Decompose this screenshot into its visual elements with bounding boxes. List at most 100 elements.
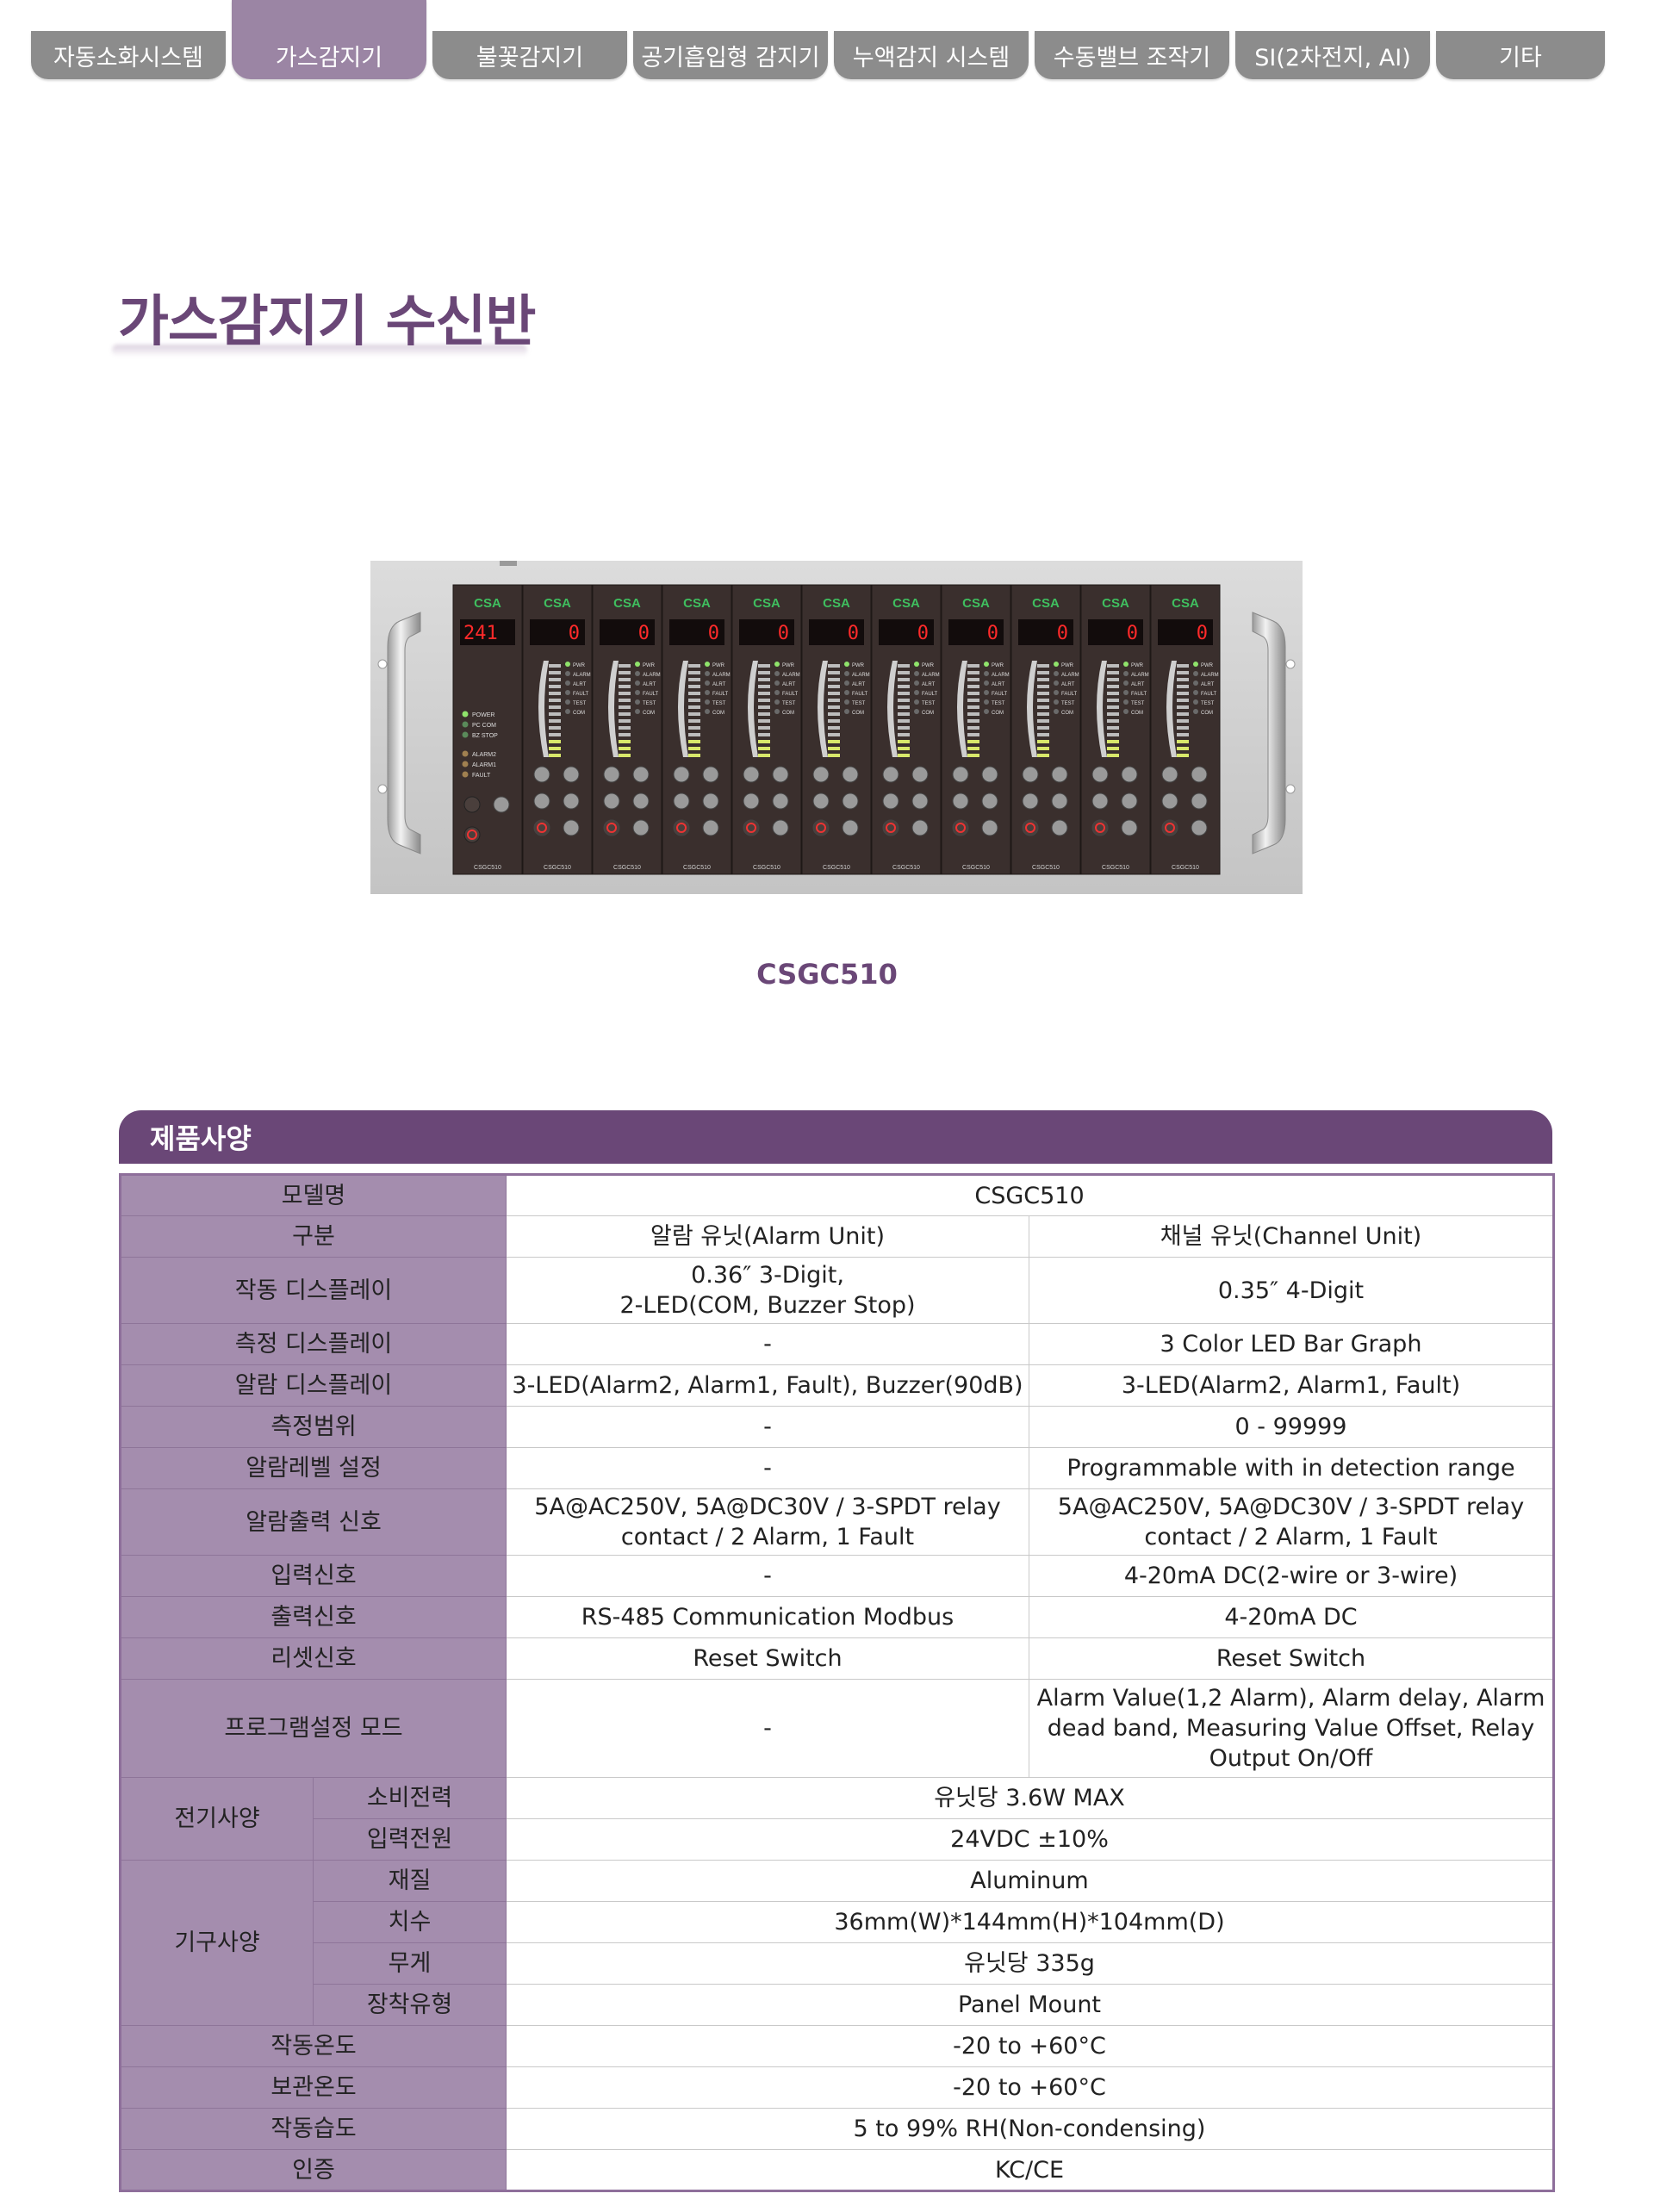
tab-auto-extinguishing[interactable]: 자동소화시스템 (31, 31, 226, 79)
left-handle (387, 612, 421, 854)
bar-segment (619, 747, 631, 750)
button (673, 792, 690, 810)
brand-logo: CSA (1172, 596, 1199, 611)
led-label: ALRT (992, 682, 1005, 687)
table-row: 리셋신호 Reset Switch Reset Switch (120, 1637, 1554, 1680)
bar-segment (1037, 733, 1049, 736)
bar-segment (967, 747, 979, 750)
status-led (1054, 671, 1059, 676)
alarm-unit-header: 알람 유닛(Alarm Unit) (506, 1215, 1029, 1258)
bar-segment (758, 664, 770, 668)
bar-segment (898, 664, 910, 668)
bar-segment (898, 754, 910, 757)
tab-gas-detector[interactable]: 가스감지기 (232, 0, 426, 79)
digit-display: 0 (848, 623, 859, 644)
tab-aspirating-detector[interactable]: 공기흡입형 감지기 (633, 31, 828, 79)
bar-segment (967, 726, 979, 730)
digit-display: 0 (1057, 623, 1068, 644)
led-label: ALARM2 (472, 752, 496, 758)
bar-segment (1107, 699, 1119, 702)
power-button (673, 819, 690, 836)
status-led (844, 690, 849, 695)
cert-value: KC/CE (506, 2149, 1554, 2191)
button (1051, 819, 1068, 836)
row-label-alarm-output: 알람출력 신호 (120, 1488, 507, 1556)
row-label-meas-display: 측정 디스플레이 (120, 1323, 507, 1365)
bar-segment (1037, 754, 1049, 757)
led-label: PWR (852, 663, 865, 668)
row-label-material: 재질 (313, 1860, 507, 1902)
button (1022, 792, 1039, 810)
bar-segment (828, 671, 840, 674)
unit-model-label: CSGC510 (474, 865, 501, 871)
unit-model-label: CSGC510 (892, 865, 920, 871)
bar-segment (967, 733, 979, 736)
digit-display: 0 (917, 623, 929, 644)
status-led (1193, 662, 1198, 667)
tab-leak-detection[interactable]: 누액감지 시스템 (834, 31, 1029, 79)
status-led (774, 662, 780, 667)
unit-model-label: CSGC510 (613, 865, 641, 871)
bar-segment (688, 705, 700, 709)
bar-segment (828, 699, 840, 702)
row-label-cert: 인증 (120, 2149, 507, 2191)
button (842, 792, 859, 810)
status-led (1123, 662, 1129, 667)
led-label: FAULT (852, 692, 868, 697)
title-underline-shadow (112, 345, 527, 357)
led-label: PWR (922, 663, 935, 668)
bar-segment (688, 740, 700, 743)
range-alarm: - (506, 1406, 1029, 1448)
tab-manual-valve[interactable]: 수동밸브 조작기 (1035, 31, 1229, 79)
tab-flame-detector[interactable]: 불꽃감지기 (432, 31, 627, 79)
bar-segment (688, 712, 700, 716)
led-label: TEST (573, 701, 587, 706)
button (563, 792, 580, 810)
bar-segment (1037, 678, 1049, 681)
bar-segment (758, 678, 770, 681)
tab-si-battery-ai[interactable]: SI(2차전지, AI) (1235, 31, 1430, 79)
button (812, 792, 830, 810)
led-label: ALARM (1201, 673, 1219, 678)
spec-table: 모델명 CSGC510 구분 알람 유닛(Alarm Unit) 채널 유닛(C… (119, 1173, 1555, 2192)
power-button (1022, 819, 1039, 836)
meas-display-alarm: - (506, 1323, 1029, 1365)
tab-others[interactable]: 기타 (1436, 31, 1605, 79)
led-label: COM (922, 711, 934, 716)
bar-segment (1037, 664, 1049, 668)
bar-segment (828, 712, 840, 716)
status-led (984, 699, 989, 705)
row-label-input: 입력신호 (120, 1555, 507, 1597)
brand-logo: CSA (753, 596, 780, 611)
bar-segment (898, 685, 910, 688)
led-label: ALRT (712, 682, 726, 687)
table-row: 알람출력 신호 5A@AC250V, 5A@DC30V / 3-SPDT rel… (120, 1488, 1554, 1556)
digit-display: 0 (1127, 623, 1138, 644)
bar-segment (1037, 692, 1049, 695)
led-label: COM (573, 711, 585, 716)
button (1121, 819, 1138, 836)
bar-segment (1037, 719, 1049, 723)
led-label: ALRT (1201, 682, 1215, 687)
led-label: ALARM (643, 673, 661, 678)
button (1121, 766, 1138, 783)
row-label-storage-temp: 보관온도 (120, 2066, 507, 2109)
brand-logo: CSA (1032, 596, 1060, 611)
bar-segment (1107, 754, 1119, 757)
status-led (705, 699, 710, 705)
bar-segment (828, 705, 840, 709)
status-led (914, 680, 919, 686)
led-label: FAULT (472, 773, 491, 779)
bar-segment (898, 747, 910, 750)
bar-segment (758, 692, 770, 695)
status-led (774, 680, 780, 686)
brand-logo: CSA (683, 596, 711, 611)
led-label: FAULT (782, 692, 799, 697)
status-led (844, 662, 849, 667)
bar-segment (1107, 726, 1119, 730)
led-label: ALARM1 (472, 762, 496, 768)
